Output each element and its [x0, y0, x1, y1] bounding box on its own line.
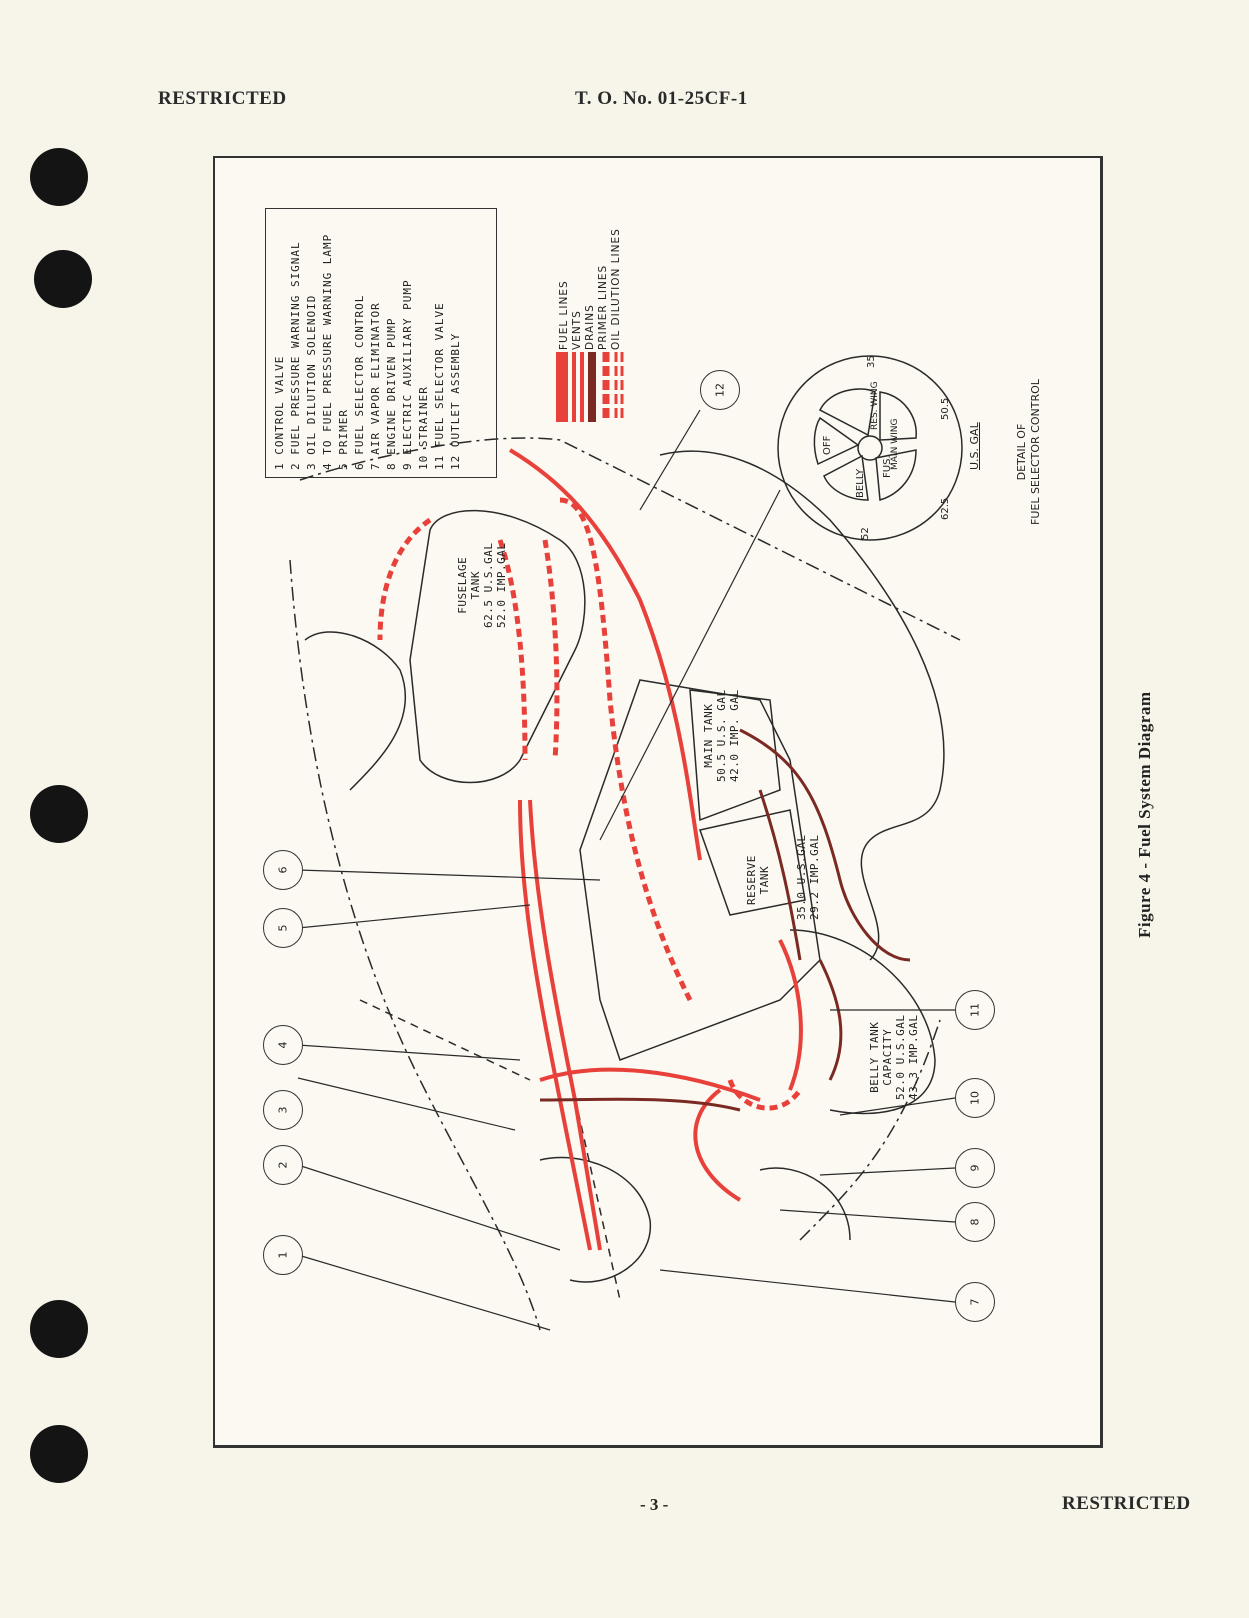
selector-capacity: 62.5 — [940, 497, 951, 520]
legend-item: 11 FUEL SELECTOR VALVE — [433, 302, 446, 470]
reserve-tank-capacity: 35.0 U.S.GAL 29.2 IMP.GAL — [795, 834, 821, 920]
binder-hole — [30, 785, 88, 843]
fuselage-tank-label: FUSELAGE TANK 62.5 U.S.GAL 52.0 IMP.GAL — [456, 542, 508, 628]
line-type-label: FUEL LINES — [558, 280, 570, 350]
callout-8: 8 — [955, 1202, 995, 1242]
selector-position-res-wing: RES. WING — [870, 381, 880, 430]
callout-10: 10 — [955, 1078, 995, 1118]
reserve-tank-label: RESERVE TANK — [745, 855, 771, 905]
legend-item: 12 OUTLET ASSEMBLY — [449, 332, 462, 470]
line-type-label: PRIMER LINES — [597, 264, 609, 350]
binder-hole — [30, 1300, 88, 1358]
line-type-label: VENTS — [571, 310, 583, 350]
figure-frame — [213, 156, 1103, 1448]
main-tank-label: MAIN TANK 50.5 U.S. GAL 42.0 IMP. GAL — [702, 689, 741, 782]
selector-position-off: OFF — [822, 435, 833, 455]
header-restricted: RESTRICTED — [158, 88, 287, 109]
line-type-swatches — [556, 352, 624, 422]
selector-detail-title: DETAIL OF FUEL SELECTOR CONTROL — [1015, 379, 1042, 525]
callout-3: 3 — [263, 1090, 303, 1130]
binder-hole — [30, 1425, 88, 1483]
legend-item: 6 FUEL SELECTOR CONTROL — [353, 294, 366, 470]
binder-hole — [34, 250, 92, 308]
header-to-number: T. O. No. 01-25CF-1 — [575, 88, 748, 109]
footer-restricted: RESTRICTED — [1062, 1493, 1191, 1514]
callout-6: 6 — [263, 850, 303, 890]
figure-caption: Figure 4 - Fuel System Diagram — [1135, 691, 1154, 938]
legend-item: 4 TO FUEL PRESSURE WARNING LAMP — [321, 233, 334, 470]
fuel-lines-swatch — [556, 352, 568, 422]
selector-position-belly: BELLY — [855, 468, 866, 498]
line-type-label: DRAINS — [584, 304, 596, 350]
legend-item: 9 ELECTRIC AUXILIARY PUMP — [401, 279, 414, 470]
callout-1: 1 — [263, 1235, 303, 1275]
belly-tank-label: BELLY TANK CAPACITY 52.0 U.S.GAL 43.3 IM… — [868, 1014, 920, 1100]
callout-7: 7 — [955, 1282, 995, 1322]
selector-position-fus: FUS. — [882, 455, 893, 478]
binder-hole — [30, 148, 88, 206]
callout-2: 2 — [263, 1145, 303, 1185]
legend-item: 2 FUEL PRESSURE WARNING SIGNAL — [289, 241, 302, 470]
selector-capacity: 52 — [860, 527, 871, 540]
vents-swatch — [580, 352, 584, 422]
callout-11: 11 — [955, 990, 995, 1030]
page-number: - 3 - — [640, 1495, 669, 1514]
legend-item: 3 OIL DILUTION SOLENOID — [305, 294, 318, 470]
legend-item: 1 CONTROL VALVE — [273, 355, 286, 470]
legend-item: 10 STRAINER — [417, 386, 430, 470]
line-type-label: OIL DILUTION LINES — [610, 228, 622, 350]
line-type-labels: FUEL LINES VENTS DRAINS PRIMER LINES OIL… — [558, 228, 623, 350]
legend-list: 1 CONTROL VALVE 2 FUEL PRESSURE WARNING … — [272, 234, 464, 470]
vents-swatch — [572, 352, 576, 422]
callout-4: 4 — [263, 1025, 303, 1065]
legend-box — [265, 208, 497, 478]
legend-item: 5 PRIMER — [337, 409, 350, 470]
legend-item: 7 AIR VAPOR ELIMINATOR — [369, 302, 382, 470]
selector-capacity: 35 — [866, 355, 877, 368]
callout-12: 12 — [700, 370, 740, 410]
drains-swatch — [588, 352, 596, 422]
legend-item: 8 ENGINE DRIVEN PUMP — [385, 317, 398, 470]
callout-9: 9 — [955, 1148, 995, 1188]
selector-capacity: 50.5 — [940, 397, 951, 420]
selector-unit: U.S. GAL — [968, 422, 981, 470]
callout-5: 5 — [263, 908, 303, 948]
